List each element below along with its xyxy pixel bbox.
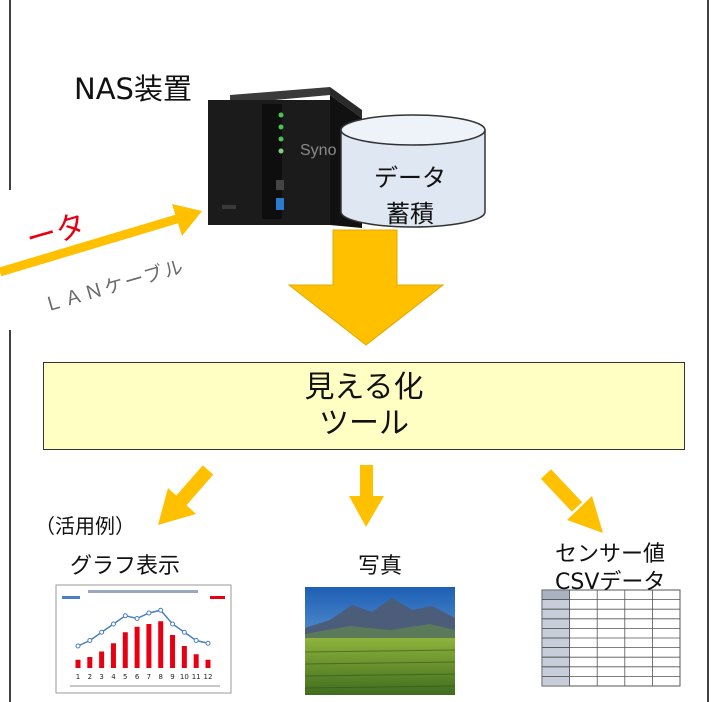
mini-bar <box>193 654 199 668</box>
csv-row-header-cell <box>541 676 570 687</box>
status-led-icon <box>278 148 284 154</box>
mini-x-tick: 4 <box>111 673 116 681</box>
mini-x-tick: 9 <box>170 673 174 681</box>
mini-x-tick: 7 <box>147 673 151 681</box>
nas-brand-text: Syno <box>300 142 337 159</box>
arrow-to-csv <box>540 469 603 533</box>
csv-row-header-cell <box>541 647 570 658</box>
mini-line-point <box>87 638 93 643</box>
nas-device: Syno <box>208 87 362 228</box>
mini-bar <box>146 624 152 668</box>
lan-cable-label: ＬＡＮケーブル <box>41 254 188 316</box>
sensor-output-label-line1: センサー値 <box>555 542 666 567</box>
mini-x-tick: 1 <box>76 673 80 681</box>
csv-row-header-cell <box>541 608 570 620</box>
arrow-to-photo <box>349 465 384 527</box>
mini-line-point <box>146 610 152 616</box>
mini-line-point <box>205 640 211 646</box>
mini-bar <box>205 659 211 668</box>
mini-bar <box>99 651 105 668</box>
csv-row-header-cell <box>541 628 570 639</box>
down-arrow-icon <box>287 229 445 346</box>
mini-x-tick: 2 <box>88 673 92 681</box>
storage-label-line1: データ <box>374 164 446 192</box>
mini-line-point <box>134 616 140 621</box>
mini-bar <box>75 659 81 668</box>
mini-bar <box>110 643 116 668</box>
mini-x-tick: 6 <box>135 673 140 681</box>
mini-x-tick: 11 <box>192 673 201 681</box>
mini-bar <box>170 635 176 668</box>
arrow-head-icon <box>172 204 202 236</box>
graph-output-label: グラフ表示 <box>70 554 181 579</box>
storage-cylinder <box>340 114 486 228</box>
mini-x-tick: 8 <box>158 673 162 681</box>
photo-thumbnail <box>304 587 456 695</box>
mini-line-point <box>110 621 116 627</box>
mini-line-point <box>99 629 105 635</box>
mini-bar <box>181 646 187 668</box>
mini-bar <box>122 632 128 668</box>
csv-table-thumbnail <box>541 589 681 687</box>
lan-arrow <box>0 204 202 277</box>
nas-title: NAS装置 <box>74 72 192 106</box>
status-led-icon <box>278 112 284 118</box>
mini-x-tick: 12 <box>204 673 213 681</box>
mini-chart <box>75 607 211 668</box>
mini-line-point <box>122 613 128 619</box>
usb-port-icon <box>276 198 284 210</box>
tool-label-line2: ツール <box>319 406 409 441</box>
usage-example-label: （活用例） <box>35 514 135 538</box>
csv-row-header-cell <box>541 637 570 648</box>
mini-line-point <box>170 621 176 627</box>
mini-line-point <box>181 629 187 635</box>
csv-row-header-cell <box>541 599 570 610</box>
photo-output-label: 写真 <box>358 554 403 579</box>
status-led-icon <box>278 124 284 130</box>
tool-label-line1: 見える化 <box>304 370 424 405</box>
storage-label-line2: 蓄積 <box>386 200 434 228</box>
mini-x-tick: 5 <box>123 673 127 681</box>
csv-row-header-cell <box>541 666 570 677</box>
sensor-output-label-line2: CSVデータ <box>555 570 666 595</box>
mini-line-point <box>193 638 199 643</box>
mini-bar <box>87 657 93 668</box>
csv-row-header-cell <box>541 618 570 629</box>
mini-x-tick: 3 <box>99 673 103 681</box>
mini-bar <box>158 621 164 668</box>
mini-x-tick: 10 <box>180 673 189 681</box>
mini-line-point <box>158 607 164 613</box>
arrow-to-graph <box>158 465 214 525</box>
visualization-tool-box: 見える化 ツール <box>43 362 685 450</box>
csv-row-header-cell <box>541 656 570 668</box>
mini-bar <box>134 626 140 668</box>
status-led-icon <box>278 136 284 142</box>
mini-line-point <box>75 643 81 649</box>
